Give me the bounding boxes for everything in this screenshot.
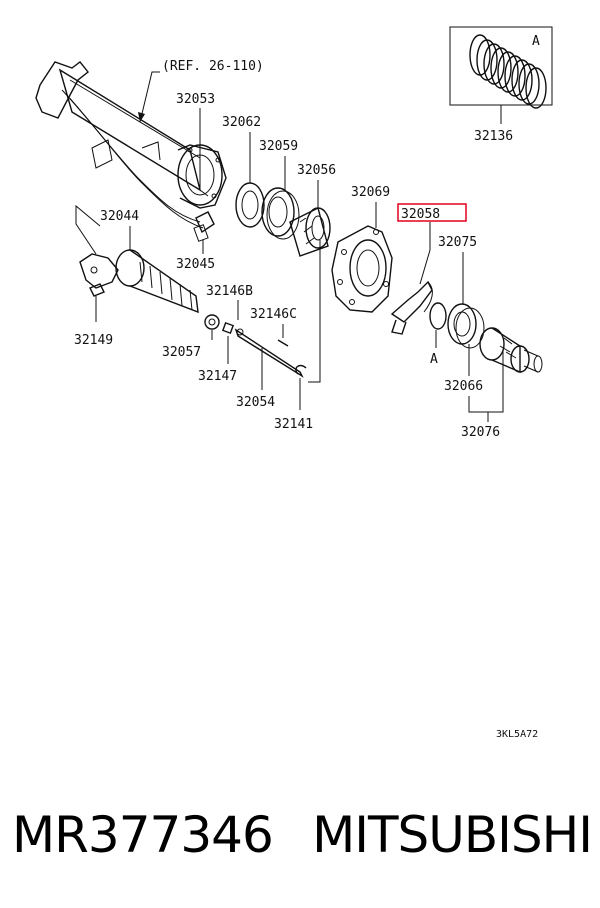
part-32146c-pin [277, 339, 289, 347]
label-32147: 32147 [198, 369, 237, 384]
part-caption: MR377346 MITSUBISHI [12, 806, 593, 864]
part-32058-shift-fork [390, 280, 433, 335]
part-32057-seal [204, 314, 220, 330]
label-32146b: 32146B [206, 284, 253, 299]
label-32069: 32069 [351, 185, 390, 200]
label-32059: 32059 [259, 139, 298, 154]
part-32059-bearing [261, 187, 300, 240]
part-32066-bearing [447, 303, 485, 349]
label-32076: 32076 [461, 425, 500, 440]
reference-note: (REF. 26-110) [162, 59, 264, 74]
drawing-code: 3KL5A72 [496, 729, 538, 740]
marker-a-main: A [430, 352, 438, 367]
inset-box-32136: A [449, 26, 553, 124]
marker-a-inset: A [532, 34, 540, 49]
exploded-parts-diagram: A 32136 (REF. 26-110) [35, 26, 553, 740]
label-32044: 32044 [100, 209, 139, 224]
label-32058: 32058 [401, 207, 440, 222]
part-32054-shaft [234, 328, 304, 378]
label-32057: 32057 [162, 345, 201, 360]
part-32062-oil-seal [235, 182, 265, 228]
label-32149: 32149 [74, 333, 113, 348]
label-32062: 32062 [222, 115, 261, 130]
label-32066: 32066 [444, 379, 483, 394]
label-32056: 32056 [297, 163, 336, 178]
highlight-box-32058 [397, 203, 467, 222]
part-32044-boot [79, 249, 199, 314]
part-number: MR377346 [12, 806, 274, 864]
label-32053: 32053 [176, 92, 215, 107]
part-32075-snap-ring [429, 302, 447, 330]
axle-housing-drawing [35, 61, 227, 242]
part-32149-bolt [89, 283, 105, 306]
part-32136-spring-drawing [469, 34, 547, 109]
label-32075: 32075 [438, 235, 477, 250]
part-32056-bearing-cone [289, 206, 331, 257]
label-32141: 32141 [274, 417, 313, 432]
brand-name: MITSUBISHI [312, 806, 593, 864]
part-32069-case [331, 225, 393, 313]
label-32146c: 32146C [250, 307, 297, 322]
label-32045: 32045 [176, 257, 215, 272]
part-32147-pin [221, 321, 235, 335]
label-32054: 32054 [236, 395, 275, 410]
part-32076-shaft [479, 327, 543, 374]
label-32136: 32136 [474, 129, 513, 144]
part-32141-clip [295, 364, 307, 375]
